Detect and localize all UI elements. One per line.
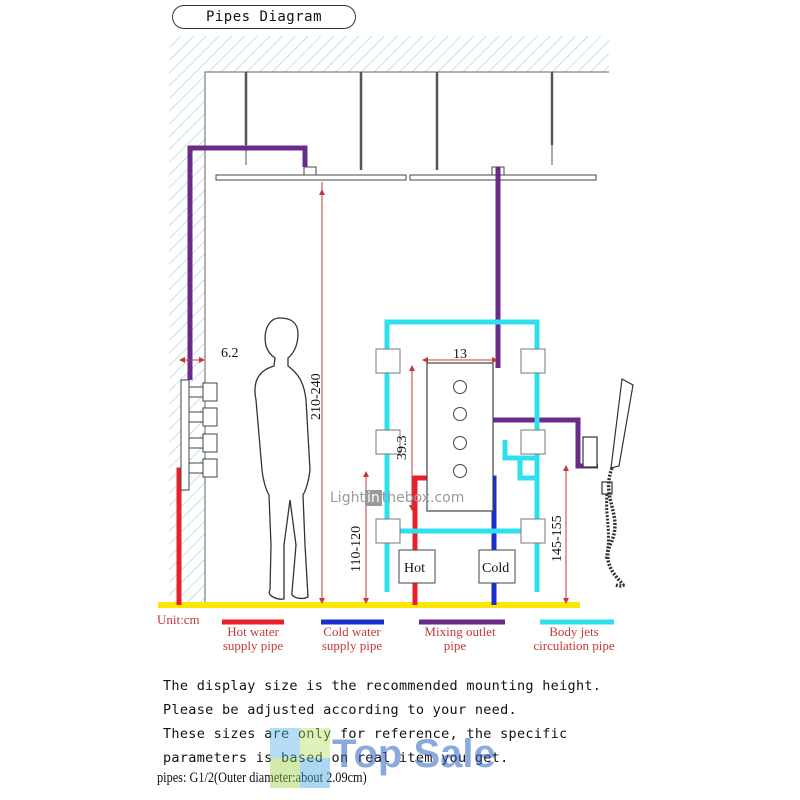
dim-wall-offset: 6.2	[221, 346, 239, 361]
note-line-2: Please be adjusted according to your nee…	[163, 702, 517, 718]
dim-bracket-height: 145-155	[550, 515, 565, 562]
wall-valve-side-view	[180, 379, 218, 491]
brand-left: Light	[330, 490, 365, 506]
rain-shower-heads	[215, 166, 597, 181]
unit-label: Unit:cm	[157, 612, 200, 627]
legend: Hot water supply pipe Cold water supply …	[223, 624, 615, 653]
legend-hot-line2: supply pipe	[223, 638, 284, 653]
legend-cold-line2: supply pipe	[322, 638, 383, 653]
diagram-title: Pipes Diagram	[172, 5, 356, 29]
ceiling-rods	[244, 72, 554, 170]
hot-label: Hot	[404, 561, 425, 576]
dim-valve-mount-height: 110-120	[349, 526, 364, 572]
wall-and-ceiling	[169, 36, 609, 605]
dimension-labels: 6.2 13 39.3 210-240 110-120 145-155	[221, 346, 565, 572]
legend-circulation-line1: Body jets	[549, 624, 598, 639]
brand-right: thebox.com	[381, 490, 465, 506]
note-line-4: parameters is based on real item you get…	[163, 750, 509, 766]
note-line-1: The display size is the recommended moun…	[163, 678, 602, 694]
note-line-3: These sizes are only for reference, the …	[163, 726, 568, 742]
body-jet-nozzles	[375, 348, 546, 544]
person-silhouette	[254, 317, 311, 600]
dimension-lines	[179, 182, 569, 604]
brand-mid: in	[364, 490, 382, 506]
thermostatic-valve-panel	[426, 362, 494, 512]
hot-cold-boxes	[398, 549, 516, 584]
dim-valve-height: 39.3	[395, 436, 410, 461]
dim-shower-height: 210-240	[309, 373, 324, 420]
dim-valve-width: 13	[453, 347, 467, 362]
body-jets-circulation-pipe	[384, 319, 540, 592]
legend-circulation-line2: circulation pipe	[533, 638, 614, 653]
legend-cold-line1: Cold water	[323, 624, 381, 639]
cold-label: Cold	[482, 561, 509, 576]
hand-shower	[582, 378, 634, 588]
legend-mixing-line2: pipe	[444, 638, 467, 653]
pipes-spec-note: pipes: G1/2(Outer diameter:about 2.09cm)	[157, 770, 367, 786]
legend-hot-line1: Hot water	[227, 624, 279, 639]
legend-mixing-line1: Mixing outlet	[424, 624, 496, 639]
pipe-labels: Hot Cold Unit:cm	[157, 561, 509, 627]
